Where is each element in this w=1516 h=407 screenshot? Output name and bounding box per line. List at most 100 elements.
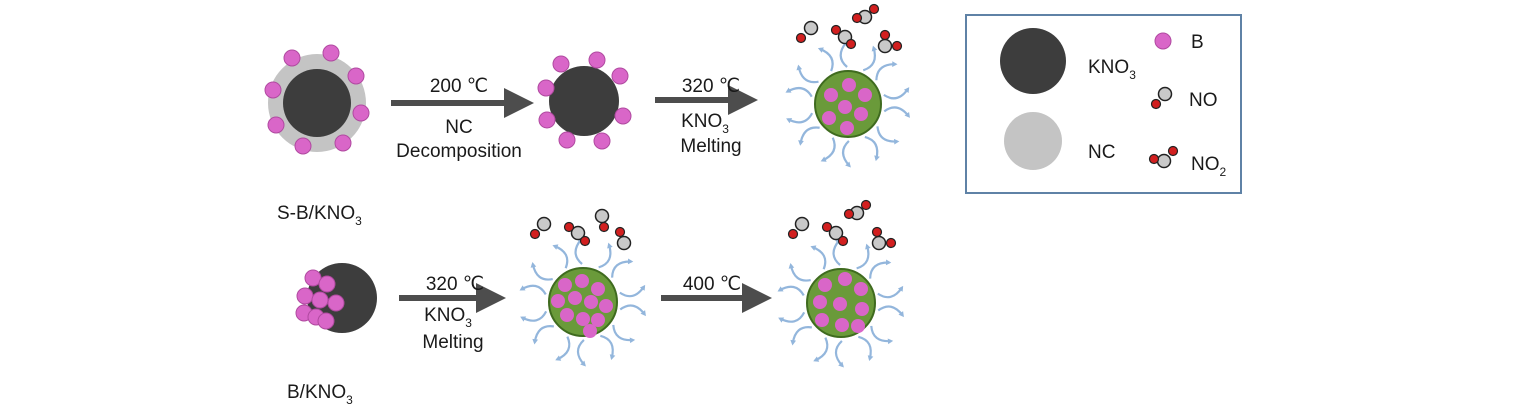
temp-label: 320 ℃ (426, 274, 484, 295)
gas-arrowhead (820, 156, 827, 162)
gas-arrowhead (519, 285, 526, 291)
gas-arrow (521, 310, 548, 322)
gas-arrowhead (813, 356, 820, 362)
gas-release-arrows (519, 237, 646, 367)
boron-dot (614, 107, 632, 125)
legend-no-label: NO (1189, 90, 1218, 111)
gas-arrowhead (817, 47, 824, 53)
legend: KNO3 NC B NO NO2 (965, 14, 1242, 194)
boron-dot (558, 278, 572, 292)
no2-molecule (830, 24, 857, 50)
b-kno3-particle (295, 263, 377, 333)
no2-molecule (851, 3, 880, 25)
melt-sphere-row1-step2 (785, 3, 910, 168)
gas-arrowhead (609, 354, 616, 361)
kno3-core (549, 66, 619, 136)
boron-dot (599, 299, 613, 313)
gas-arrowhead (845, 161, 851, 168)
boron-dot (824, 88, 838, 102)
legend-b-swatch (1154, 32, 1172, 50)
legend-kno3-label: KNO3 (1088, 57, 1136, 82)
no-molecule (594, 208, 610, 233)
boron-dot (552, 55, 570, 73)
boron-dot (588, 51, 606, 69)
step-label-melting: Melting (680, 136, 741, 157)
temp-label: 200 ℃ (430, 76, 488, 97)
gas-arrowhead (810, 245, 817, 251)
boron-dot (264, 81, 282, 99)
no2-molecule (563, 221, 591, 247)
no-molecule (529, 216, 552, 240)
boron-dot (294, 137, 312, 155)
gas-arrowhead (530, 261, 537, 268)
boron-cluster (295, 269, 345, 330)
boron-dot (840, 121, 854, 135)
boron-dot (833, 297, 847, 311)
no-molecule (787, 216, 810, 240)
boron-dot (551, 294, 565, 308)
gas-arrowhead (893, 138, 900, 145)
gas-arrowhead (785, 87, 792, 93)
boron-dot (591, 313, 605, 327)
boron-dot (537, 79, 555, 97)
boron-cluster (551, 274, 613, 338)
boron-particles (264, 44, 370, 155)
gas-arrow (576, 339, 586, 366)
gas-arrowhead (627, 258, 634, 265)
gas-arrowhead (639, 284, 646, 291)
legend-no2-label: NO2 (1191, 154, 1227, 179)
boron-dot (835, 318, 849, 332)
boron-dot (842, 78, 856, 92)
gas-arrowhead (838, 361, 844, 368)
boron-dot (858, 88, 872, 102)
gas-arrowhead (865, 243, 871, 250)
step-label-nc: NC (445, 117, 472, 138)
gas-arrowhead (532, 338, 539, 345)
gas-release-arrows (777, 238, 904, 368)
temp-label: 400 ℃ (683, 274, 741, 295)
gas-arrowhead (552, 244, 559, 250)
step-label-melting: Melting (422, 332, 483, 353)
gas-arrowhead (796, 64, 803, 71)
boron-dot (322, 44, 340, 62)
gas-arrowhead (580, 360, 586, 367)
gas-arrowhead (898, 311, 904, 318)
no2-molecule (821, 221, 849, 247)
boron-dot (818, 278, 832, 292)
gas-arrowhead (798, 140, 804, 146)
gas-arrowhead (790, 339, 797, 346)
boron-dot (334, 134, 352, 152)
gas-arrow (779, 311, 806, 323)
step-label-decomposition: Decomposition (396, 141, 522, 162)
legend-nc-swatch (1004, 112, 1062, 170)
boron-dot (583, 324, 597, 338)
boron-dot (558, 131, 576, 149)
sample-label-b-kno3: B/KNO3 (287, 382, 353, 407)
legend-frame (965, 14, 1242, 194)
gas-arrow (841, 140, 851, 167)
gas-arrowhead (903, 87, 910, 94)
no2-molecule (871, 226, 897, 251)
gas-arrowhead (867, 355, 874, 362)
boron-dot (813, 295, 827, 309)
boron-dot (855, 302, 869, 316)
gas-arrow (883, 106, 910, 118)
boron-dot (560, 308, 574, 322)
no2-molecule (877, 29, 903, 54)
gas-arrowhead (520, 316, 527, 322)
boron-dot (568, 291, 582, 305)
boron-dot (822, 111, 836, 125)
boron-dot (296, 287, 314, 305)
boron-dot (352, 104, 370, 122)
legend-no2-swatch (1148, 145, 1179, 169)
kno3-with-boron-particle (537, 51, 632, 150)
boron-dot (347, 67, 365, 85)
gas-arrowhead (607, 242, 613, 249)
boron-dot (538, 111, 556, 129)
gas-arrowhead (871, 45, 878, 52)
legend-kno3-swatch (1000, 28, 1066, 94)
melt-sphere-row2-step2 (777, 199, 904, 368)
legend-nc-label: NC (1088, 142, 1115, 163)
boron-dot (317, 312, 335, 330)
